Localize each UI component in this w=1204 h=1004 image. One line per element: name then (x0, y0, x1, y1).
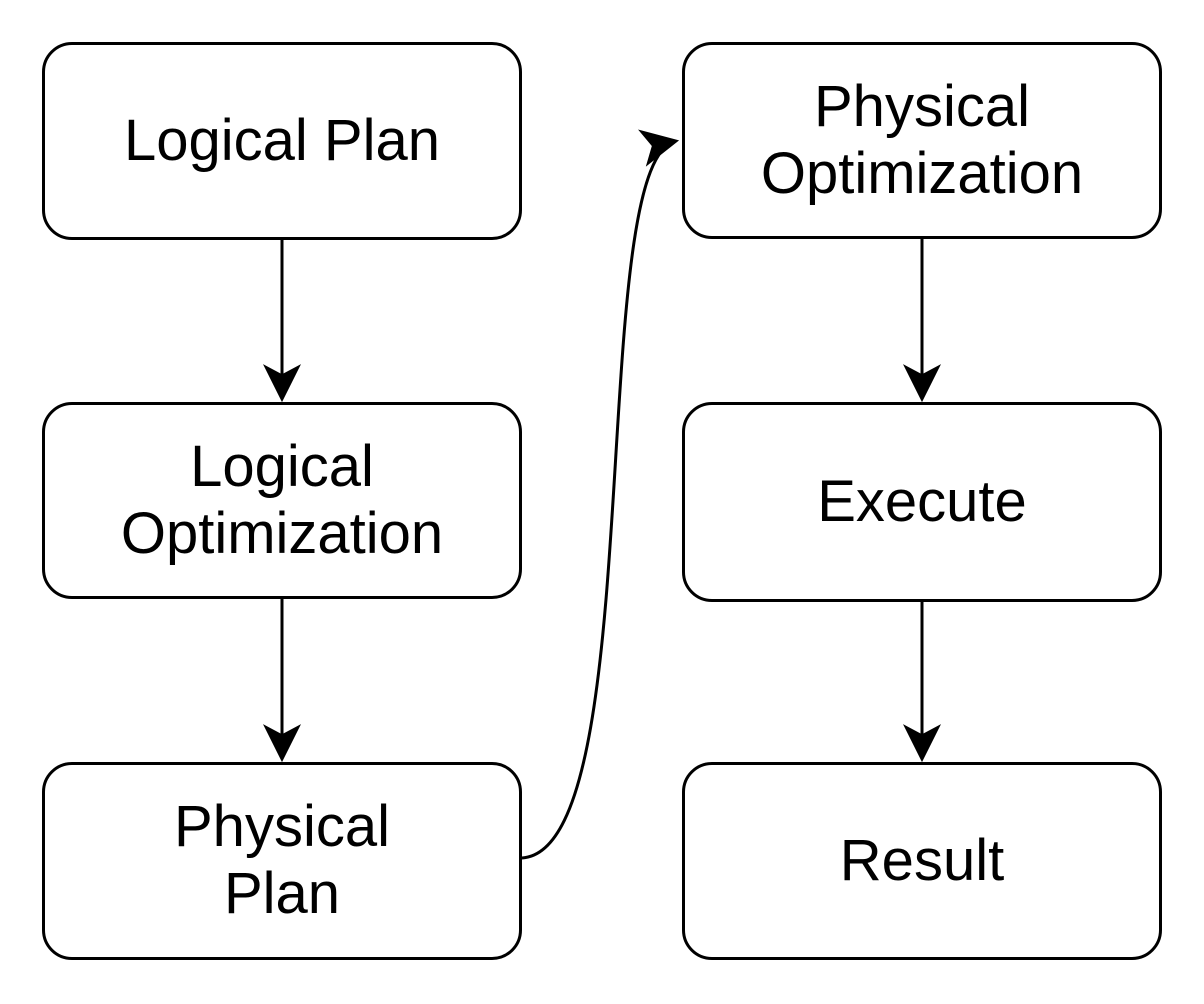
node-logical-plan: Logical Plan (42, 42, 522, 240)
node-logical-optimization: Logical Optimization (42, 402, 522, 599)
node-result: Result (682, 762, 1162, 960)
edge-physical-plan-to-physical-optimization (521, 129, 680, 860)
node-physical-optimization: Physical Optimization (682, 42, 1162, 239)
node-execute: Execute (682, 402, 1162, 602)
node-physical-plan: Physical Plan (42, 762, 522, 960)
